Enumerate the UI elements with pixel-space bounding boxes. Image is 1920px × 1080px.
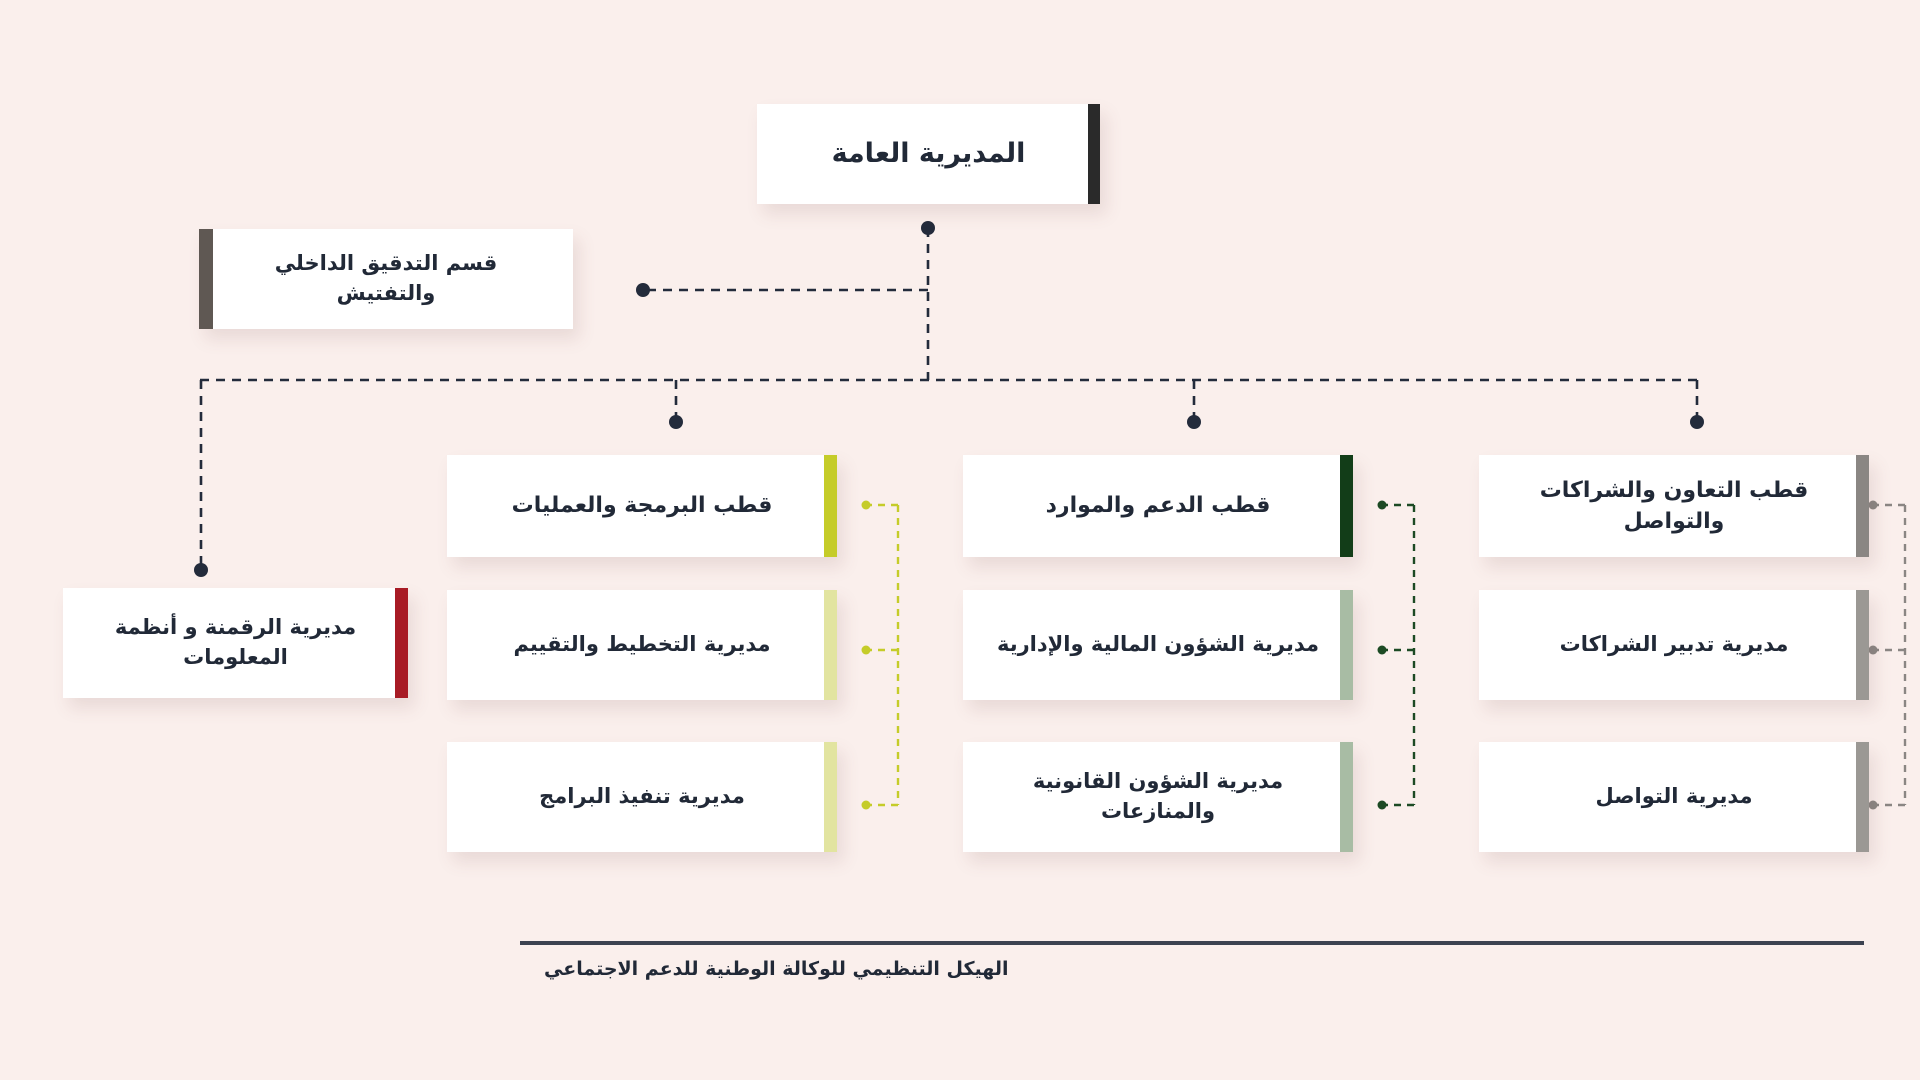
bracket-dot-support-0 (1377, 500, 1387, 510)
drop-dot-support (1187, 415, 1201, 429)
accent-bar (1856, 455, 1869, 557)
drop-dot-digitization (194, 563, 208, 577)
node-label: مديرية تدبير الشراكات (1559, 632, 1789, 657)
bracket-dot-support-2 (1377, 800, 1387, 810)
node-pole-programming[interactable]: قطب البرمجة والعمليات (447, 455, 837, 557)
accent-bar (1340, 455, 1353, 557)
accent-bar (1856, 590, 1869, 700)
node-label: قطب البرمجة والعمليات (511, 493, 773, 519)
bracket-dot-cooperation-2 (1868, 800, 1878, 810)
drop-dot-programming (669, 415, 683, 429)
node-communication-directorate[interactable]: مديرية التواصل (1479, 742, 1869, 852)
node-label: مديرية الشؤون القانونية والمنازعات (1032, 769, 1284, 823)
node-label: مديرية التواصل (1595, 784, 1753, 809)
node-internal-audit[interactable]: قسم التدقيق الداخلي والتفتيش (199, 229, 573, 329)
node-general-directorate[interactable]: المديرية العامة (757, 104, 1100, 204)
node-label: مديرية تنفيذ البرامج (539, 784, 745, 809)
footer-divider (520, 941, 1864, 945)
node-label: قسم التدقيق الداخلي والتفتيش (274, 251, 498, 305)
node-label: قطب الدعم والموارد (1045, 493, 1271, 519)
bracket-programming (861, 500, 900, 810)
node-label: المديرية العامة (831, 137, 1026, 169)
node-label: قطب التعاون والشراكات والتواصل (1539, 477, 1809, 534)
node-planning-evaluation[interactable]: مديرية التخطيط والتقييم (447, 590, 837, 700)
node-financial-administrative-affairs[interactable]: مديرية الشؤون المالية والإدارية (963, 590, 1353, 700)
node-label: مديرية التخطيط والتقييم (513, 632, 771, 657)
bracket-cooperation (1868, 500, 1907, 810)
node-partnership-management[interactable]: مديرية تدبير الشراكات (1479, 590, 1869, 700)
accent-bar (1340, 590, 1353, 700)
accent-bar (1856, 742, 1869, 852)
node-label: مديرية الرقمنة و أنظمة المعلومات (114, 615, 357, 669)
bracket-dot-programming-1 (861, 645, 871, 655)
node-label: مديرية الشؤون المالية والإدارية (996, 632, 1320, 657)
bracket-dot-support-1 (1377, 645, 1387, 655)
node-digitization-directorate[interactable]: مديرية الرقمنة و أنظمة المعلومات (63, 588, 408, 698)
accent-bar (1088, 104, 1100, 204)
chart-caption: الهيكل التنظيمي للوكالة الوطنية للدعم ال… (544, 958, 1009, 980)
accent-bar (395, 588, 408, 698)
bracket-dot-cooperation-1 (1868, 645, 1878, 655)
node-pole-support[interactable]: قطب الدعم والموارد (963, 455, 1353, 557)
bracket-support (1377, 500, 1416, 810)
accent-bar (1340, 742, 1353, 852)
node-pole-cooperation[interactable]: قطب التعاون والشراكات والتواصل (1479, 455, 1869, 557)
node-program-implementation[interactable]: مديرية تنفيذ البرامج (447, 742, 837, 852)
accent-bar (824, 590, 837, 700)
bracket-dot-programming-0 (861, 500, 871, 510)
trunk-dot-top (921, 221, 935, 235)
drop-dot-cooperation (1690, 415, 1704, 429)
staff-branch-dot (636, 283, 650, 297)
bracket-dot-cooperation-0 (1868, 500, 1878, 510)
bracket-dot-programming-2 (861, 800, 871, 810)
accent-bar (824, 455, 837, 557)
node-legal-affairs-disputes[interactable]: مديرية الشؤون القانونية والمنازعات (963, 742, 1353, 852)
accent-bar (199, 229, 213, 329)
accent-bar (824, 742, 837, 852)
